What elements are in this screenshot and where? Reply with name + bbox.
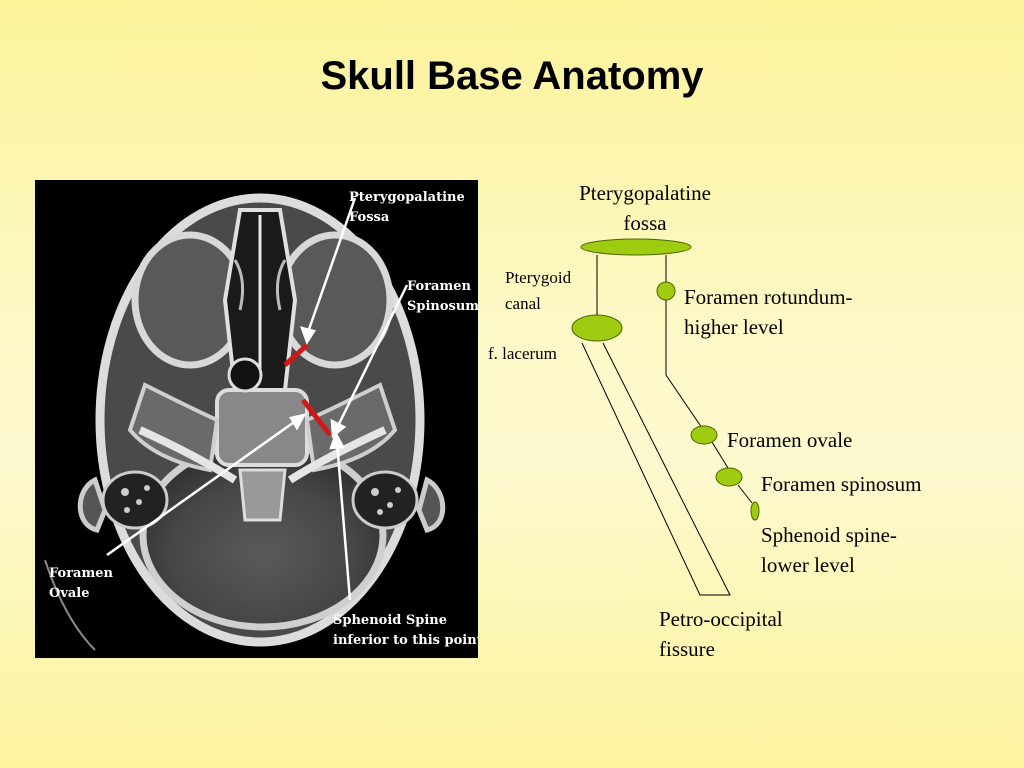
- f-lacerum-shape: [571, 314, 623, 342]
- sphenoid-spine-shape: [750, 501, 760, 521]
- ct-label-foramen-spinosum: Foramen Spinosum: [407, 279, 478, 314]
- label-pterygoid-canal: Pterygoid canal: [505, 268, 572, 313]
- label-petro-occipital-fissure: Petro-occipital fissure: [659, 607, 783, 661]
- foramen-ovale-shape: [690, 425, 718, 445]
- foramen-rotundum-shape: [656, 281, 676, 301]
- foramina-shapes: [571, 238, 760, 521]
- ct-scan-drawing: [44, 193, 446, 651]
- label-foramen-spinosum: Foramen spinosum: [761, 472, 922, 496]
- ct-label-sphenoid-spine: Sphenoid Spine inferior to this point: [333, 613, 478, 648]
- pterygopalatine-fossa-shape: [580, 238, 692, 256]
- label-foramen-ovale: Foramen ovale: [727, 428, 853, 452]
- label-f-lacerum: f. lacerum: [488, 344, 557, 363]
- ct-scan-image: Pterygopalatine Fossa Foramen Spinosum F…: [35, 180, 478, 658]
- foramen-spinosum-shape: [715, 467, 743, 487]
- ct-label-foramen-ovale: Foramen Ovale: [49, 566, 113, 601]
- slide-title: Skull Base Anatomy: [320, 54, 704, 98]
- connector-lines: [581, 255, 753, 596]
- ct-label-pterygopalatine-fossa: Pterygopalatine Fossa: [349, 190, 465, 225]
- label-sphenoid-spine: Sphenoid spine- lower level: [761, 523, 897, 577]
- label-pterygopalatine-fossa: Pterygopalatine fossa: [579, 181, 711, 235]
- label-foramen-rotundum: Foramen rotundum- higher level: [684, 285, 853, 339]
